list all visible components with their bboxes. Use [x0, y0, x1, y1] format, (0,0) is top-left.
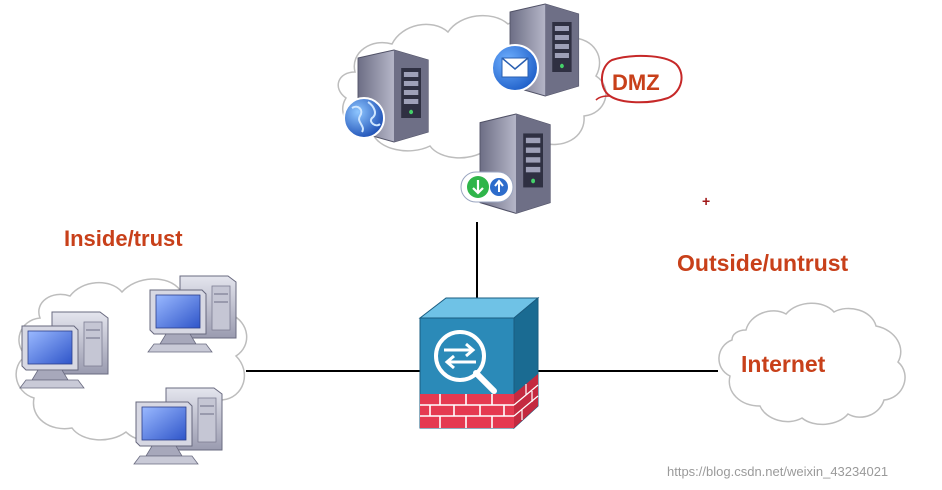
- transfer-icon: [460, 171, 514, 203]
- globe-icon: [343, 97, 385, 139]
- inside-trust-label: Inside/trust: [64, 226, 183, 251]
- internet-label: Internet: [741, 351, 826, 377]
- internet-cloud-icon: [718, 302, 906, 426]
- dmz-label: DMZ: [612, 70, 660, 95]
- network-links: [246, 222, 718, 372]
- dmz-ring: [601, 54, 683, 104]
- cursor-plus-mark: +: [702, 193, 711, 209]
- dmz-ring-tail: [595, 95, 611, 101]
- firewall-icon: [418, 296, 540, 430]
- outside-untrust-label: Outside/untrust: [677, 250, 849, 276]
- watermark-text: https://blog.csdn.net/weixin_43234021: [667, 464, 889, 479]
- mail-icon: [491, 44, 539, 92]
